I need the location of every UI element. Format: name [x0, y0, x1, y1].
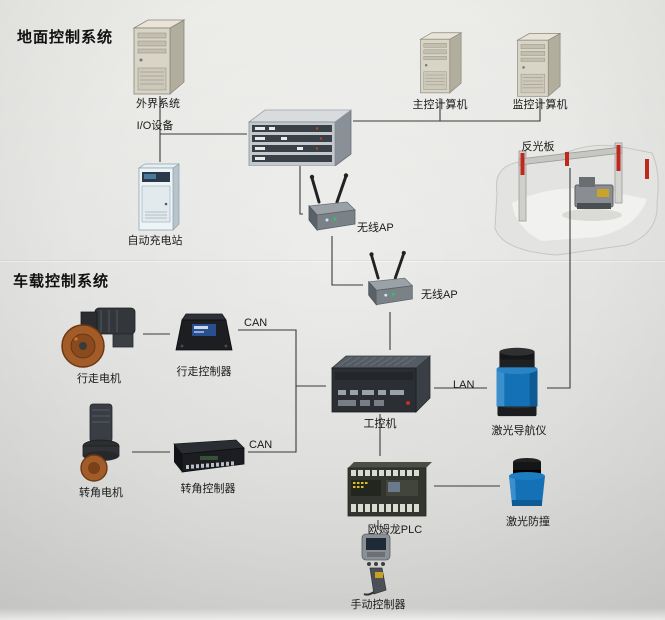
travel-controller-label: 行走控制器 — [176, 366, 232, 378]
node-charging-station — [135, 162, 181, 232]
can-bus-label-travel: CAN — [244, 317, 268, 329]
steering-controller-icon — [173, 439, 245, 473]
laser-scanner-icon — [509, 458, 545, 506]
computer-tower-icon — [132, 19, 186, 95]
manual-controller-label: 手动控制器 — [350, 599, 406, 611]
motor-controller-icon — [175, 313, 233, 351]
reflector-label: 反光板 — [521, 141, 555, 153]
laser-anticollision-label: 激光防撞 — [506, 516, 550, 528]
industrial-pc-icon — [330, 355, 432, 413]
node-steering-motor — [70, 400, 132, 484]
steering-motor-label: 转角电机 — [79, 487, 123, 499]
monitor-computer-label: 监控计算机 — [512, 99, 568, 111]
node-laser-nav — [487, 340, 547, 422]
node-steering-controller — [170, 430, 248, 480]
network-switch-icon — [247, 109, 353, 166]
node-external-system — [126, 16, 190, 96]
external-system-label: 外界系统 — [136, 98, 180, 110]
node-travel-controller — [170, 306, 238, 360]
plc-icon — [347, 462, 432, 517]
vehicle-section-title: 车载控制系统 — [13, 273, 110, 290]
drive-motor-icon — [61, 307, 136, 368]
steering-controller-label: 转角控制器 — [180, 483, 236, 495]
node-ipc — [326, 350, 434, 414]
lan-label: LAN — [453, 379, 475, 391]
computer-tower-icon — [516, 32, 562, 98]
node-travel-motor — [55, 300, 143, 370]
reflector-scene-icon — [494, 142, 659, 256]
node-manual-controller — [352, 530, 400, 598]
handheld-controller-icon — [361, 533, 391, 596]
node-reflector-scene — [487, 133, 662, 260]
laser-nav-label: 激光导航仪 — [491, 425, 547, 437]
ipc-label: 工控机 — [363, 418, 397, 430]
charging-station-icon — [137, 163, 181, 231]
node-monitor-computer — [510, 30, 566, 98]
edge-travel-controller-to-ipc — [238, 329, 326, 387]
node-switch — [247, 106, 353, 166]
wireless-ap-1-label: 无线AP — [357, 222, 394, 234]
node-wireless-ap-2 — [363, 248, 418, 312]
can-bus-label-steering: CAN — [249, 439, 273, 451]
omron-plc-label: 欧姆龙PLC — [367, 524, 423, 536]
computer-tower-icon — [419, 32, 463, 94]
main-computer-label: 主控计算机 — [412, 99, 468, 111]
io-device-label: I/O设备 — [136, 120, 174, 132]
node-wireless-ap-1 — [303, 172, 361, 236]
wireless-ap-icon — [367, 250, 414, 306]
section-divider — [0, 261, 665, 262]
ground-section-title: 地面控制系统 — [17, 29, 114, 46]
bottom-highlight — [0, 608, 665, 620]
wireless-ap-icon — [308, 173, 356, 232]
steering-motor-icon — [80, 403, 120, 482]
node-omron-plc — [340, 456, 434, 520]
laser-navigation-icon — [496, 347, 538, 417]
node-main-computer — [414, 26, 466, 98]
travel-motor-label: 行走电机 — [77, 373, 121, 385]
node-laser-anticollision — [500, 452, 554, 512]
charging-station-label: 自动充电站 — [127, 235, 183, 247]
wireless-ap-2-label: 无线AP — [421, 289, 458, 301]
